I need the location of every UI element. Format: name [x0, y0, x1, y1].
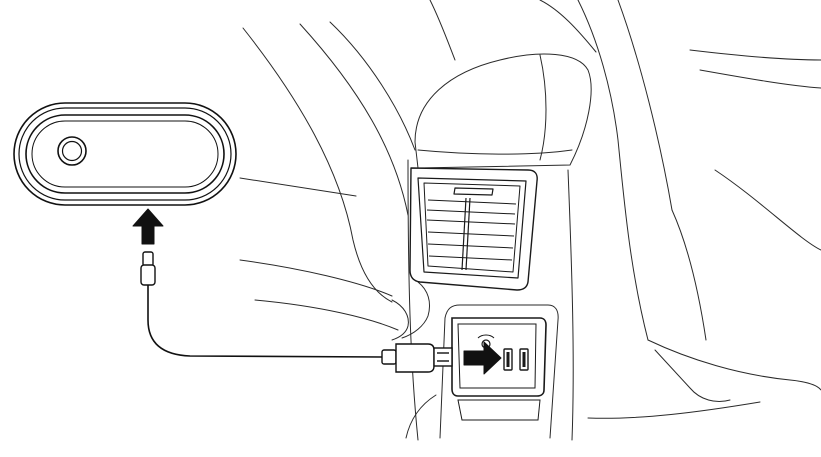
car-interior — [239, 0, 821, 441]
right-seat-line — [429, 0, 456, 61]
console-body — [567, 169, 574, 441]
left-seat-line — [254, 299, 399, 331]
console-body — [407, 159, 419, 441]
right-seat-line — [587, 401, 761, 419]
armrest-icon — [539, 54, 547, 161]
left-seat-line — [329, 21, 416, 151]
insert-arrow-up-icon — [132, 208, 164, 245]
right-seat-line — [689, 49, 821, 61]
usb-cable — [147, 285, 384, 358]
usb-a-plug-icon — [381, 343, 453, 373]
usb-c-plug-icon — [140, 251, 156, 286]
right-seat-line — [671, 209, 707, 341]
cushion-device-icon — [13, 102, 237, 206]
insert-arrow-right-icon — [463, 341, 502, 375]
power-button-icon — [57, 136, 87, 166]
console-body — [439, 304, 559, 439]
left-seat-line — [391, 299, 409, 341]
left-seat-line — [239, 177, 357, 197]
left-seat-line — [242, 27, 393, 303]
right-seat-line — [647, 339, 821, 391]
left-seat-line — [239, 259, 393, 297]
usb-port-icon — [519, 348, 529, 371]
armrest-icon — [417, 149, 573, 155]
left-seat-line — [401, 281, 431, 339]
usb-port-panel — [451, 317, 547, 421]
armrest-icon — [414, 53, 592, 169]
usb-port-icon — [503, 348, 513, 371]
right-seat-line — [714, 169, 821, 251]
left-seat-line — [299, 23, 409, 216]
rear-air-vent-icon — [409, 167, 538, 291]
right-seat-line — [539, 0, 597, 53]
right-seat-line — [617, 0, 673, 211]
right-seat-line — [577, 0, 649, 341]
right-seat-line — [654, 349, 731, 402]
right-seat-line — [699, 69, 821, 89]
right-seat-line — [405, 394, 437, 439]
